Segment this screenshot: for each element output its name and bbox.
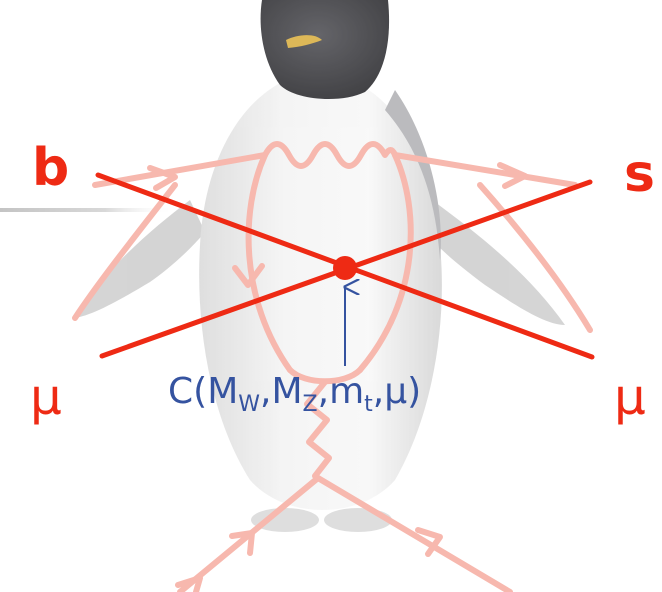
pink-lepton-right-arrow [415,527,443,557]
pink-lepton-left-arrow [229,530,255,556]
penguin-beak [286,35,322,48]
pink-outgoing-quark-line [392,152,578,188]
pink-outgoing-arrow [497,162,528,189]
vertex-dot [333,256,357,280]
coefficient-comma-2: , [317,371,330,412]
coefficient-mt: m [329,371,365,412]
penguin-body [199,70,442,510]
pink-loop-right [357,152,414,373]
coefficient-mz: M [271,371,303,412]
pink-loop-left [245,152,293,373]
coefficient-func: C [168,371,194,412]
pink-bottom-left-arrow [175,575,203,592]
penguin-right-foot [324,508,392,532]
pink-z-boson-wave [304,379,332,479]
wilson-coefficient-label: C(MW,MZ,mt,μ) [168,371,422,416]
muon-right-label: μ [614,368,646,426]
penguin-left-foot [251,508,319,532]
muon-left-label: μ [30,368,62,426]
coefficient-comma-3: , [372,371,385,412]
penguin-head [260,0,390,100]
coefficient-comma-1: , [260,371,272,412]
coefficient-close-paren: ) [407,371,422,412]
pink-incoming-quark-line [92,152,268,188]
coefficient-mw: M [207,371,239,412]
pink-lepton-right [315,475,513,592]
b-quark-label: b [32,138,70,198]
coefficient-mz-subscript: Z [302,392,318,417]
effective-vertex [95,172,595,360]
coefficient-open-paren: ( [193,371,208,412]
coefficient-mw-subscript: W [238,392,261,417]
coefficient-mu: μ [384,371,408,412]
penguin-back-shadow [385,90,441,260]
pink-incoming-arrow [147,165,178,191]
s-quark-label: s [624,144,655,204]
pink-right-arm [477,182,593,333]
penguin-left-flipper [72,200,205,318]
penguin-feynman-diagram [72,141,593,592]
penguin-illustration [72,0,565,532]
penguin-right-flipper [425,200,565,325]
coefficient-mt-subscript: t [364,392,373,417]
horizontal-rule [0,208,175,212]
pink-w-boson-wave [262,141,398,169]
pink-loop-arrow [232,263,265,288]
